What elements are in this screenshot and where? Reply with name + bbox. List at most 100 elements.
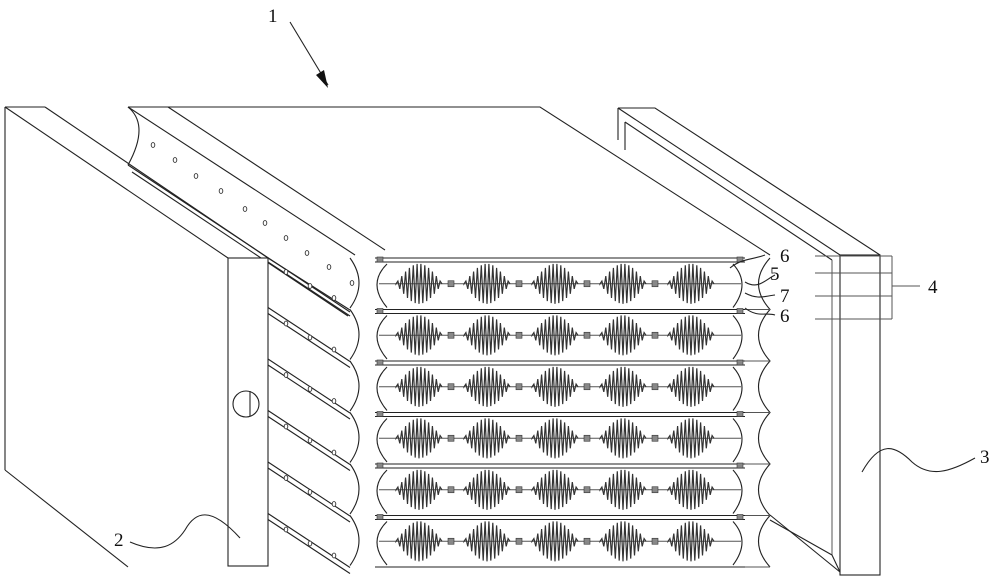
callout-2: 2 <box>114 530 124 551</box>
coil <box>531 315 579 356</box>
row-left-cap <box>376 263 388 308</box>
coil <box>463 366 511 407</box>
tray <box>267 358 360 420</box>
coil <box>531 263 579 304</box>
hole <box>172 157 178 163</box>
hole <box>283 269 289 275</box>
tray <box>267 307 360 368</box>
coil <box>531 366 579 407</box>
tray-curve <box>349 515 360 566</box>
connector <box>447 434 455 442</box>
heating-rows <box>375 256 745 568</box>
hole <box>283 235 289 241</box>
coil <box>667 469 715 510</box>
clip-right <box>736 359 744 366</box>
arrow-head-icon <box>316 70 328 88</box>
connector <box>583 537 591 545</box>
tray-curve <box>349 463 360 515</box>
tray-edge <box>267 364 351 420</box>
tray-edge <box>267 307 351 362</box>
connector <box>651 537 659 545</box>
tray <box>267 257 360 317</box>
hole <box>331 552 337 559</box>
left-plate-2 <box>4 106 269 568</box>
row-right-cap <box>732 469 743 514</box>
hole <box>349 280 355 286</box>
tray-curve <box>349 257 360 309</box>
coil <box>667 315 715 356</box>
connector <box>515 331 523 339</box>
row-right-cap <box>732 315 743 360</box>
clip-right <box>736 411 744 417</box>
connector <box>651 280 659 288</box>
right-scalloped-edge <box>745 257 771 568</box>
tray-curve <box>349 412 360 463</box>
connector <box>515 434 523 442</box>
coil <box>395 418 443 459</box>
connector <box>583 434 591 442</box>
hole <box>326 264 332 270</box>
callout-5: 5 <box>770 264 780 285</box>
coil <box>463 418 511 459</box>
heating-row <box>375 462 745 514</box>
hole <box>283 320 289 327</box>
connector <box>651 434 659 442</box>
connector <box>447 537 455 545</box>
coil <box>395 366 443 407</box>
tray-edge <box>267 467 351 523</box>
row-left-cap <box>376 469 388 514</box>
tray <box>267 410 360 471</box>
tray-curve <box>349 309 360 360</box>
slanted-trays <box>150 142 360 574</box>
connector <box>583 331 591 339</box>
hole <box>283 526 289 533</box>
connector <box>583 383 591 391</box>
leader-lines <box>129 21 976 549</box>
coil <box>463 521 511 562</box>
hole <box>307 489 313 495</box>
tray-edge <box>267 416 351 471</box>
tray-edge <box>267 358 351 414</box>
row-left-cap <box>376 521 388 566</box>
hole <box>331 295 337 301</box>
tray-edge <box>267 519 351 574</box>
clip-right <box>736 462 744 469</box>
row-right-cap <box>732 263 743 308</box>
hole <box>283 372 289 378</box>
callout-7: 7 <box>780 286 790 307</box>
heating-row <box>375 411 745 463</box>
connector <box>447 280 455 288</box>
coil <box>599 521 647 562</box>
connector <box>651 383 659 391</box>
tray-edge <box>267 313 351 368</box>
hole <box>218 188 224 194</box>
coil <box>667 263 715 304</box>
coil <box>395 315 443 356</box>
coil <box>599 418 647 459</box>
connector <box>651 486 659 494</box>
coil <box>599 263 647 304</box>
coil <box>599 469 647 510</box>
connector <box>447 331 455 339</box>
callout-4: 4 <box>928 277 938 298</box>
heating-row <box>375 256 745 308</box>
row-left-cap <box>376 418 388 463</box>
tray-edge <box>267 461 351 517</box>
connector <box>515 537 523 545</box>
hole <box>307 540 313 547</box>
hole <box>283 475 289 481</box>
row-right-cap <box>732 366 743 411</box>
callout-1: 1 <box>268 6 278 27</box>
coil <box>463 263 511 304</box>
heating-row <box>375 359 745 411</box>
hole <box>283 423 289 430</box>
coil <box>667 521 715 562</box>
hole <box>307 386 313 392</box>
clip-right <box>736 308 744 314</box>
tray-edge <box>267 513 351 568</box>
hole <box>242 206 248 212</box>
callout-6-bottom: 6 <box>780 306 790 327</box>
connector <box>651 331 659 339</box>
tray <box>267 461 360 523</box>
